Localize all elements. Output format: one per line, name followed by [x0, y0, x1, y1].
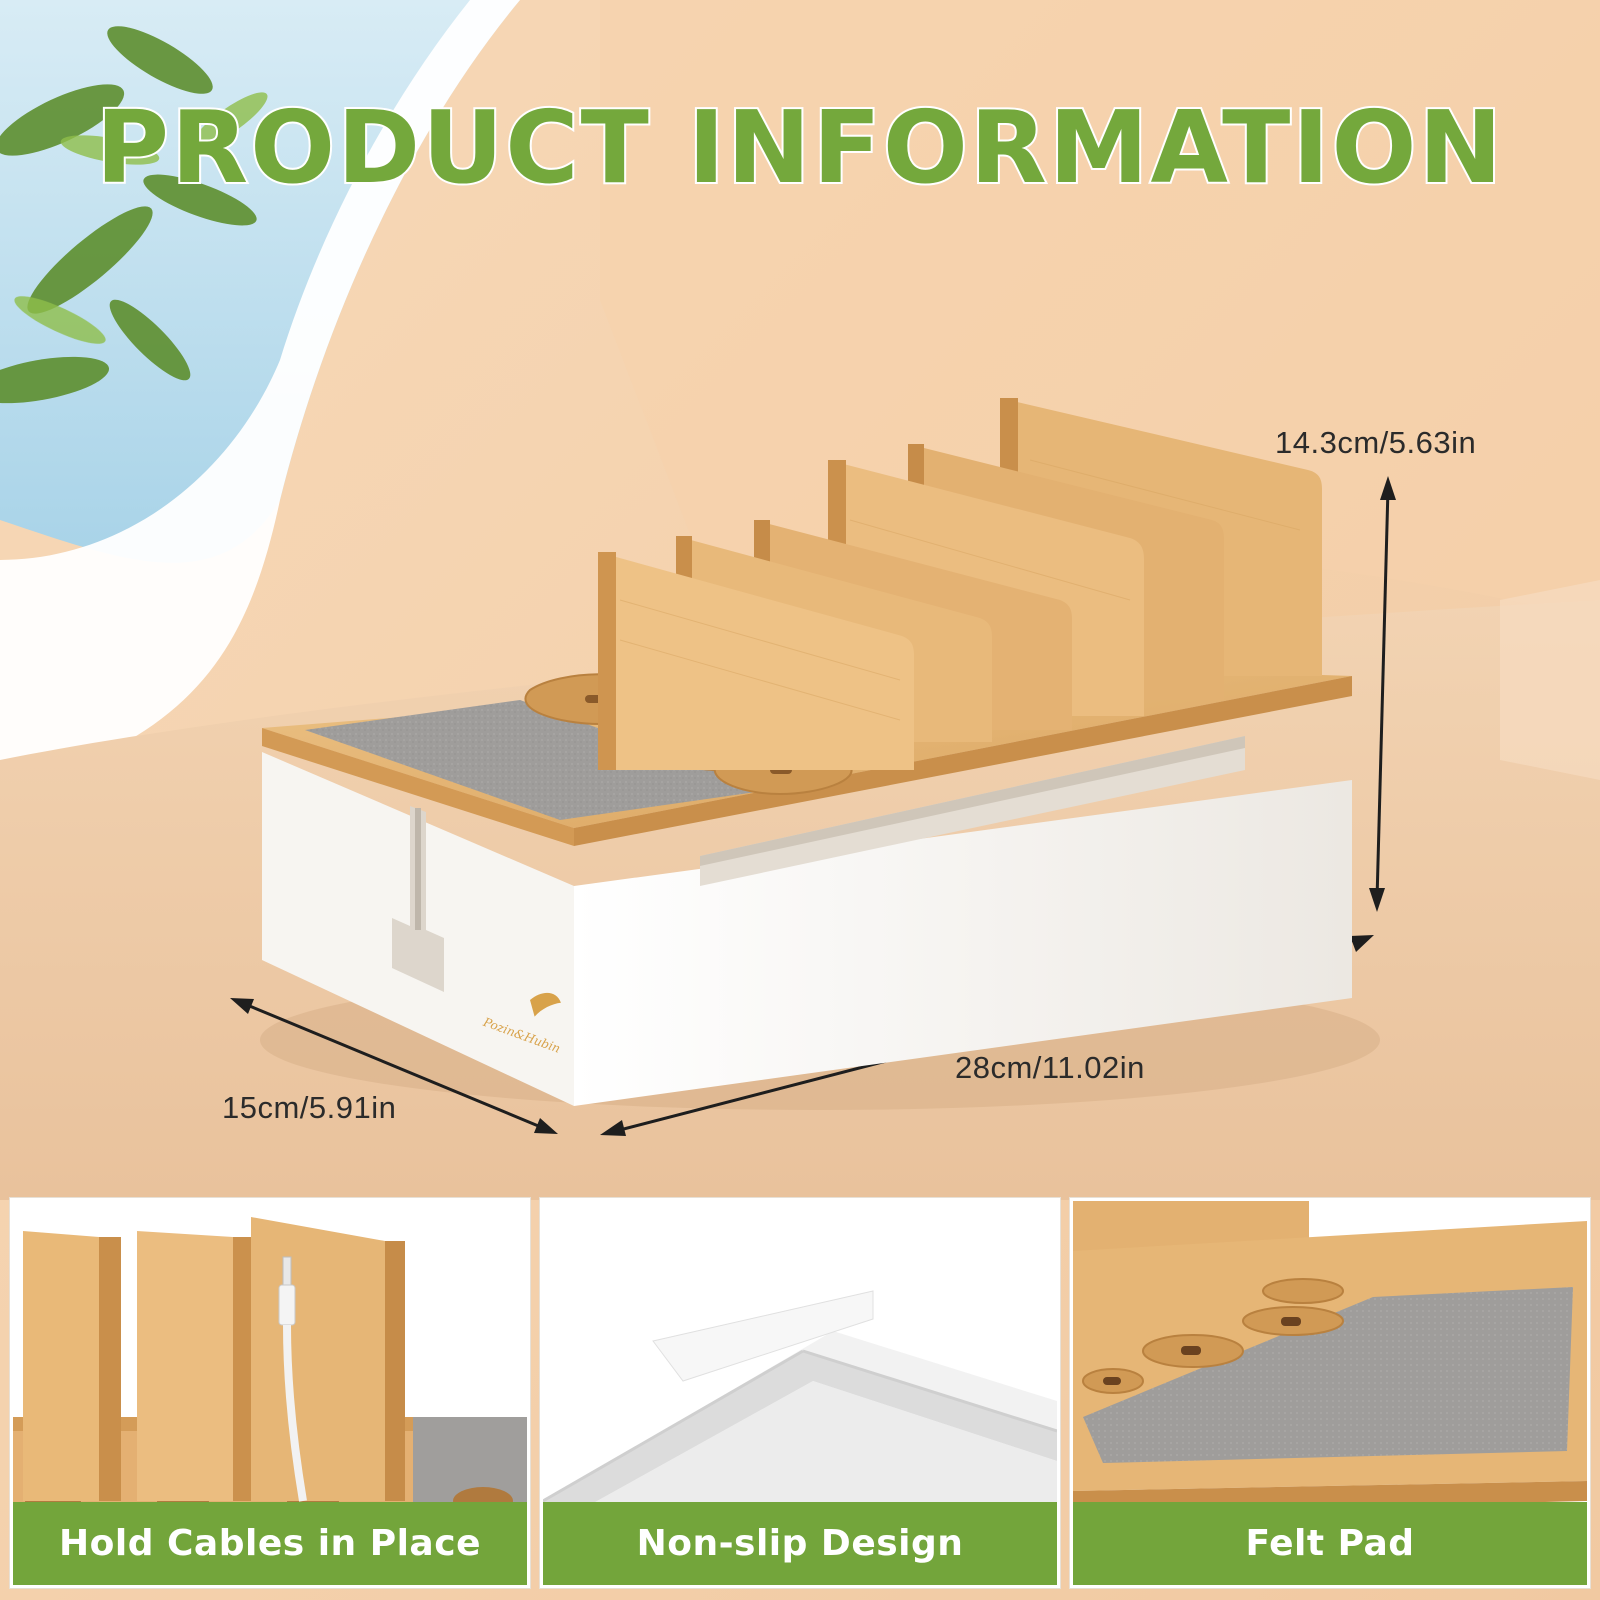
feature-panel-non-slip: Non-slip Design	[540, 1198, 1060, 1588]
width-dimension-label: 15cm/5.91in	[222, 1090, 397, 1125]
feature-caption: Non-slip Design	[543, 1502, 1057, 1585]
bamboo-dividers	[598, 398, 1322, 770]
svg-text:Pozin&Hubin: Pozin&Hubin	[481, 1015, 563, 1056]
feature-caption: Felt Pad	[1073, 1502, 1587, 1585]
height-dimension-label: 14.3cm/5.63in	[1275, 425, 1477, 460]
feature-caption: Hold Cables in Place	[13, 1502, 527, 1585]
feature-panel-felt-pad: Felt Pad	[1070, 1198, 1590, 1588]
feature-panel-hold-cables: Hold Cables in Place	[10, 1198, 530, 1588]
page-title: PRODUCT INFORMATION	[94, 89, 1505, 206]
length-dimension-label: 28cm/11.02in	[955, 1050, 1145, 1085]
